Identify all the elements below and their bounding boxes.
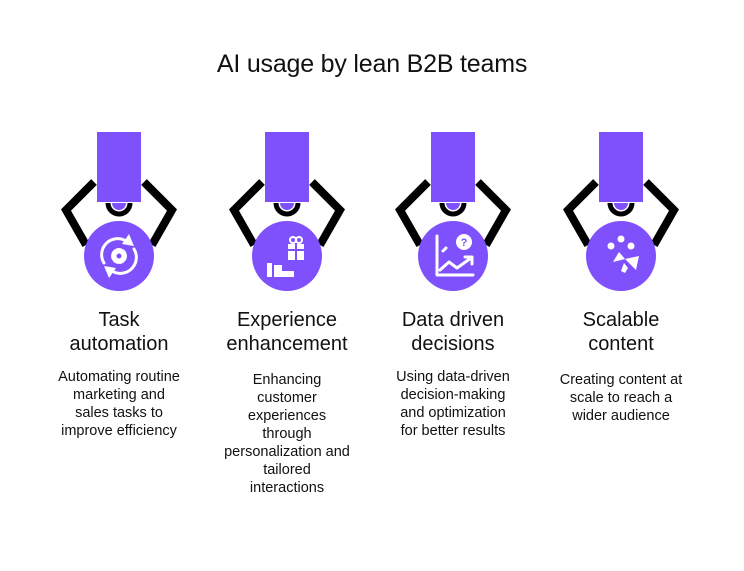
diagram-title: AI usage by lean B2B teams	[216, 50, 528, 78]
svg-text:?: ?	[461, 237, 468, 249]
item-heading: Task automation	[69, 309, 169, 355]
item-description: Creating content at scale to reach a wid…	[559, 372, 683, 424]
item-description: Enhancing customer experiences through p…	[224, 372, 350, 496]
claw-column	[97, 132, 141, 202]
claw-joint	[439, 202, 467, 217]
item-heading: Experience enhancement	[226, 309, 348, 355]
chart-question-icon: ?	[435, 234, 475, 277]
gear-cycle-icon	[100, 234, 138, 278]
claw-column	[265, 132, 309, 202]
icon-circle	[418, 221, 488, 291]
megaphone-audience-icon	[607, 235, 639, 273]
hand-gift-icon	[267, 236, 304, 277]
robot-claw	[563, 132, 679, 291]
robot-claw: ?	[395, 132, 511, 291]
claw-column	[599, 132, 643, 202]
icon-circle	[252, 221, 322, 291]
robot-claw	[229, 132, 345, 291]
claw-joint	[273, 202, 301, 217]
claw-arms	[395, 179, 511, 247]
robot-claw	[61, 132, 177, 291]
item-heading: Data driven decisions	[401, 309, 505, 355]
claw-joint	[607, 202, 635, 217]
claw-column	[431, 132, 475, 202]
claw-arms	[61, 179, 177, 247]
claw-joint	[105, 202, 133, 217]
item-description: Using data-driven decision-making and op…	[396, 369, 510, 439]
claw-arms	[563, 179, 679, 247]
item-heading: Scalable content	[582, 309, 660, 355]
item-description: Automating routine marketing and sales t…	[58, 369, 180, 439]
claw-arms	[229, 179, 345, 247]
